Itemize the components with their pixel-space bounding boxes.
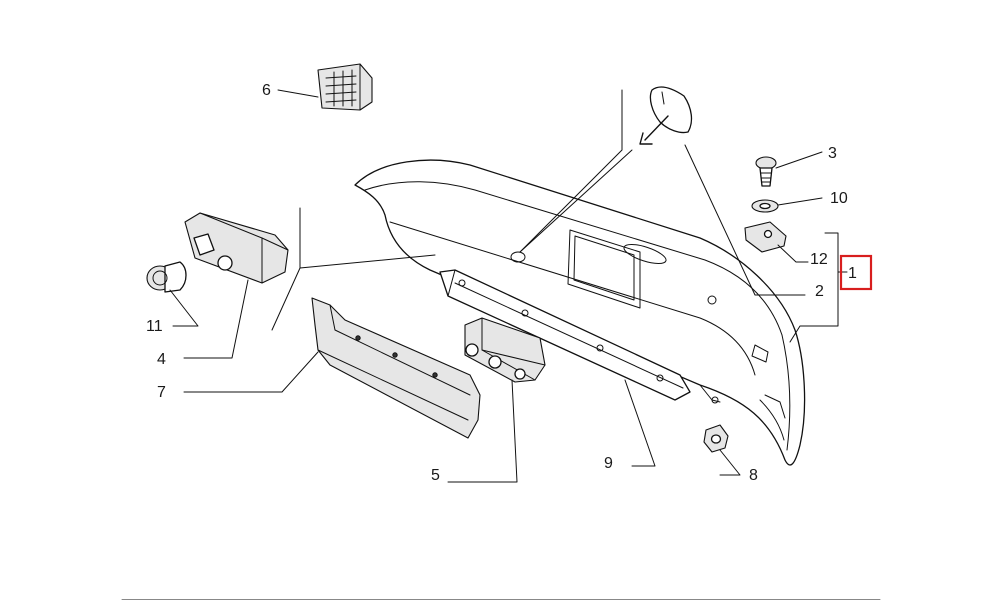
- callout-11-label[interactable]: 11: [146, 318, 163, 335]
- callout-1-highlight-box: [839, 254, 873, 291]
- screw-part-3[interactable]: [755, 156, 777, 187]
- vent-grille-part-6[interactable]: [317, 63, 373, 111]
- bracket-part-5[interactable]: [464, 317, 546, 383]
- reinforcement-bar-part-9[interactable]: [439, 269, 691, 401]
- side-bracket-part-4[interactable]: [184, 212, 289, 284]
- clip-part-11[interactable]: [146, 261, 187, 293]
- callout-9-label[interactable]: 9: [604, 455, 613, 472]
- callout-labels: 1 2 3 4 5 6 7 8 9 10 11 12: [146, 82, 857, 484]
- callout-6-label[interactable]: 6: [262, 82, 271, 99]
- clip-nut-part-12[interactable]: [744, 221, 787, 253]
- absorber-bracket-part-7[interactable]: [311, 297, 481, 439]
- tow-cover-part-2[interactable]: [639, 86, 693, 145]
- leader-lines: [121, 89, 881, 600]
- callout-4-label[interactable]: 4: [157, 351, 166, 368]
- washer-part-10[interactable]: [751, 199, 779, 213]
- bumper-cover-part-1[interactable]: [354, 159, 806, 466]
- callout-12-label[interactable]: 12: [810, 251, 828, 268]
- callout-10-label[interactable]: 10: [830, 190, 848, 207]
- callout-8-label[interactable]: 8: [749, 467, 758, 484]
- callout-7-label[interactable]: 7: [157, 384, 166, 401]
- nut-part-8[interactable]: [703, 424, 729, 453]
- callout-2-label[interactable]: 2: [815, 283, 824, 300]
- callout-1-label[interactable]: 1: [848, 265, 857, 282]
- callout-5-label[interactable]: 5: [431, 467, 440, 484]
- callout-3-label[interactable]: 3: [828, 145, 837, 162]
